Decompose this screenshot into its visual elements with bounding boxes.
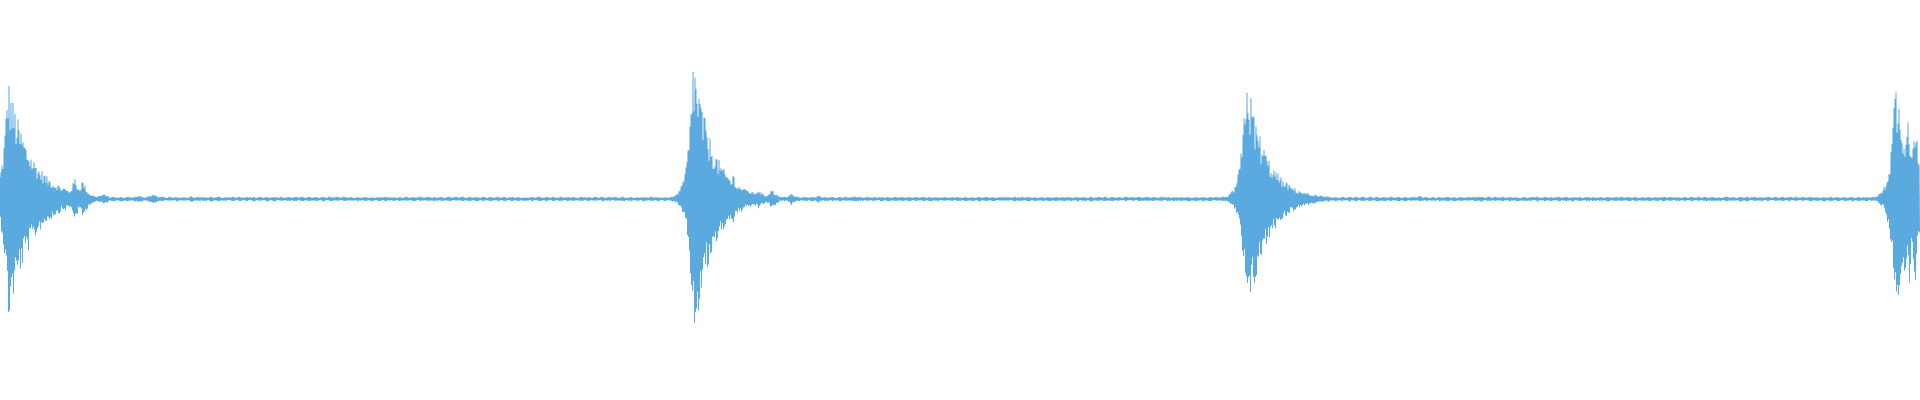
waveform-trace: [0, 71, 1920, 324]
